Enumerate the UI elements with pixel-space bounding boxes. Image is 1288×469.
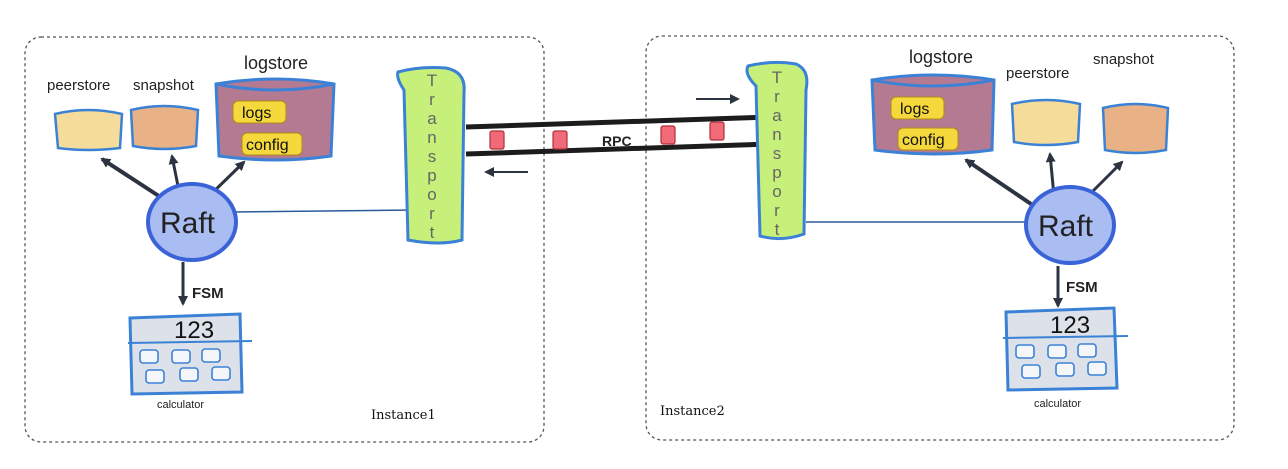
- calculator-1: 123 calculator: [127, 312, 253, 411]
- logs-label: logs: [242, 105, 271, 122]
- transport-letter: t: [775, 220, 780, 239]
- instance1-label: Instance1: [371, 408, 436, 423]
- peerstore-1: peerstore: [47, 77, 124, 152]
- logs-label: logs: [900, 101, 929, 118]
- instance2-label: Instance2: [660, 404, 725, 419]
- peerstore-2: peerstore: [1006, 65, 1082, 147]
- snapshot-label: snapshot: [133, 77, 195, 94]
- raft-node-2: Raft: [1024, 185, 1116, 265]
- config-label: config: [902, 132, 945, 149]
- rpc-packet: [709, 121, 725, 141]
- transport-letter: o: [427, 185, 436, 204]
- transport-letter: p: [427, 166, 436, 185]
- calculator-display: 123: [174, 317, 214, 344]
- transport-letter: p: [772, 163, 781, 182]
- transport-letter: T: [427, 71, 437, 90]
- calculator-display: 123: [1050, 312, 1090, 339]
- config-label: config: [246, 137, 289, 154]
- raft-label: Raft: [160, 207, 216, 240]
- logstore-1: logstore logs config: [214, 53, 336, 162]
- transport-letter: n: [772, 125, 781, 144]
- raft-label: Raft: [1038, 210, 1094, 243]
- calculator-2: 123 calculator: [1002, 306, 1129, 410]
- config-tag: [897, 127, 959, 151]
- peerstore-label: peerstore: [47, 77, 110, 94]
- transport-letter: a: [427, 109, 437, 128]
- raft-node-1: Raft: [146, 182, 238, 262]
- transport-letter: s: [773, 144, 782, 163]
- fsm-label: FSM: [192, 285, 224, 302]
- transport-letter: r: [774, 201, 780, 220]
- peerstore-label: peerstore: [1006, 65, 1069, 82]
- rpc-packet: [489, 130, 505, 150]
- snapshot-1: snapshot: [129, 77, 200, 151]
- transport-letter: r: [429, 90, 435, 109]
- transport-letter: t: [430, 223, 435, 242]
- calculator-label: calculator: [1034, 398, 1081, 410]
- transport-letter: a: [772, 106, 782, 125]
- transport-letter: T: [772, 68, 782, 87]
- calculator-label: calculator: [157, 399, 204, 411]
- snapshot-label: snapshot: [1093, 51, 1155, 68]
- transport-letter: r: [429, 204, 435, 223]
- logstore-2: logstore logs config: [870, 47, 996, 156]
- rpc-packet: [552, 130, 568, 150]
- fsm-label: FSM: [1066, 279, 1098, 296]
- rpc-packet: [660, 125, 676, 145]
- rpc-channel: RPC: [465, 114, 771, 157]
- instance1-frame: [24, 36, 545, 443]
- logs-tag: [232, 100, 287, 124]
- logstore-label: logstore: [909, 47, 973, 67]
- logs-tag: [890, 96, 945, 120]
- transport-letter: r: [774, 87, 780, 106]
- transport-letter: o: [772, 182, 781, 201]
- snapshot-2: snapshot: [1093, 51, 1170, 155]
- rpc-label: RPC: [602, 133, 632, 149]
- config-tag: [241, 132, 303, 156]
- instance2-frame: [645, 35, 1235, 441]
- transport-letter: n: [427, 128, 436, 147]
- logstore-label: logstore: [244, 53, 308, 73]
- transport-letter: s: [428, 147, 437, 166]
